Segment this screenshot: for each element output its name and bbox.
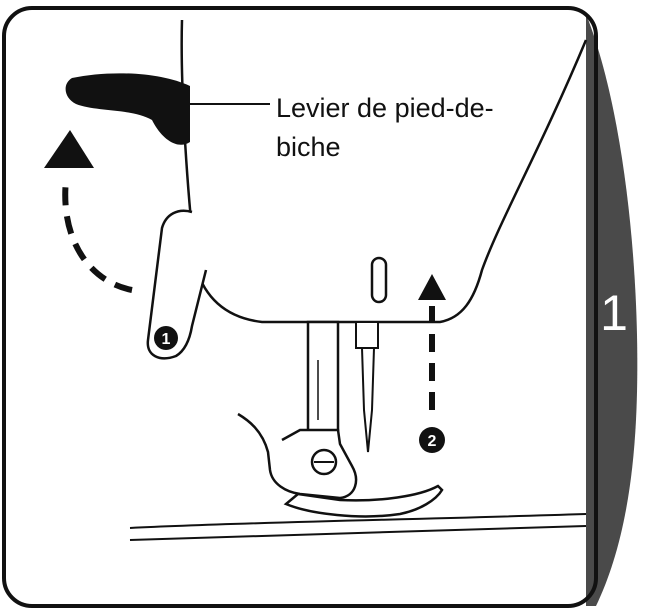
fabric-lower: [129, 525, 587, 541]
step1-marker: [154, 326, 178, 350]
machine-head: [180, 19, 588, 324]
presser-bar: [306, 320, 340, 452]
frame-border: [2, 6, 598, 608]
chapter-tab: [586, 14, 638, 606]
chapter-tab-number: 1: [600, 285, 628, 341]
needle-clamp: [355, 321, 379, 349]
step1-marker-text: 1: [162, 331, 171, 348]
step1-arrow-path: [62, 179, 133, 293]
step2-marker-text: 2: [428, 433, 437, 450]
needle: [360, 347, 376, 453]
callout-label-line1: Levier de pied-de-: [276, 93, 494, 123]
head-slot: [370, 256, 388, 304]
presser-foot: [283, 484, 444, 518]
callout-label-line2: biche: [276, 132, 341, 162]
step1-arrow-head: [44, 130, 94, 168]
step2-marker: [419, 427, 445, 453]
fabric: [129, 513, 587, 529]
step2-arrow-head: [418, 274, 446, 300]
foot-holder: [237, 412, 358, 500]
presser-foot-lever: [65, 73, 190, 145]
side-lever: [146, 209, 208, 360]
